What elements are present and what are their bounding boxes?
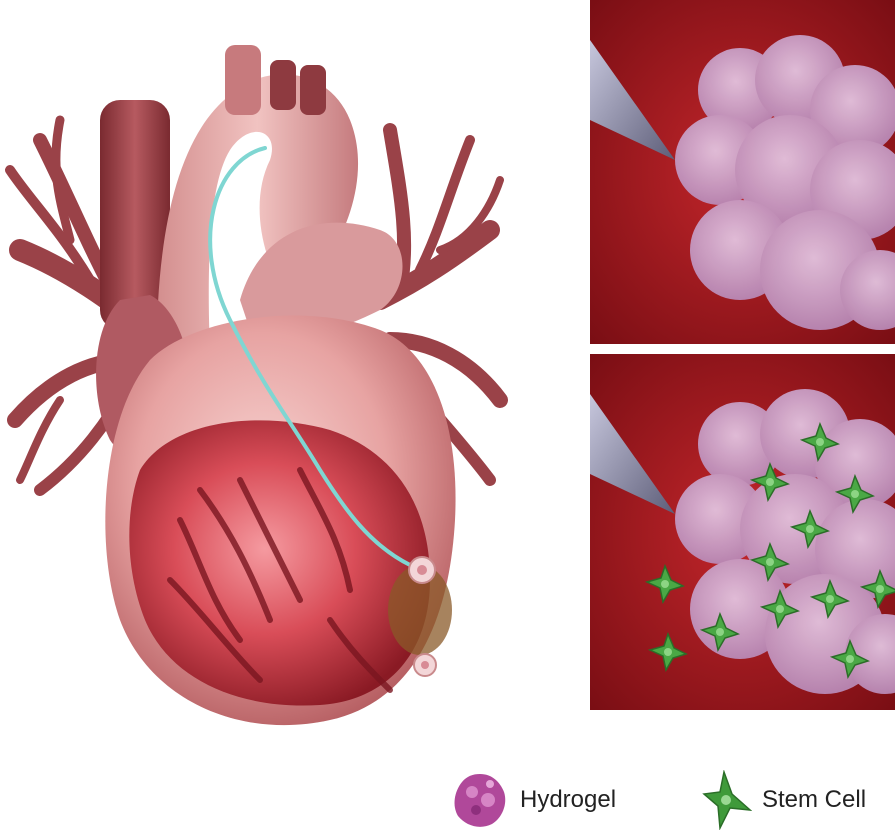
stem-cell-release-inset bbox=[590, 354, 895, 710]
hydrogel-blob-icon bbox=[450, 770, 510, 830]
stem-cell-icon bbox=[702, 770, 752, 830]
hydrogel-mass bbox=[675, 35, 895, 330]
legend-label-hydrogel: Hydrogel bbox=[520, 786, 616, 814]
legend-label-stem-cell: Stem Cell bbox=[762, 786, 866, 814]
legend-item-hydrogel: Hydrogel bbox=[450, 770, 616, 830]
carotid-artery bbox=[270, 60, 296, 110]
legend-item-stem-cell: Stem Cell bbox=[702, 770, 866, 830]
hydrogel-injection-inset bbox=[590, 0, 895, 344]
brachiocephalic-artery bbox=[225, 45, 261, 115]
subclavian-artery bbox=[300, 65, 326, 115]
heart-illustration bbox=[0, 0, 560, 760]
legend: Hydrogel Stem Cell bbox=[450, 770, 895, 830]
